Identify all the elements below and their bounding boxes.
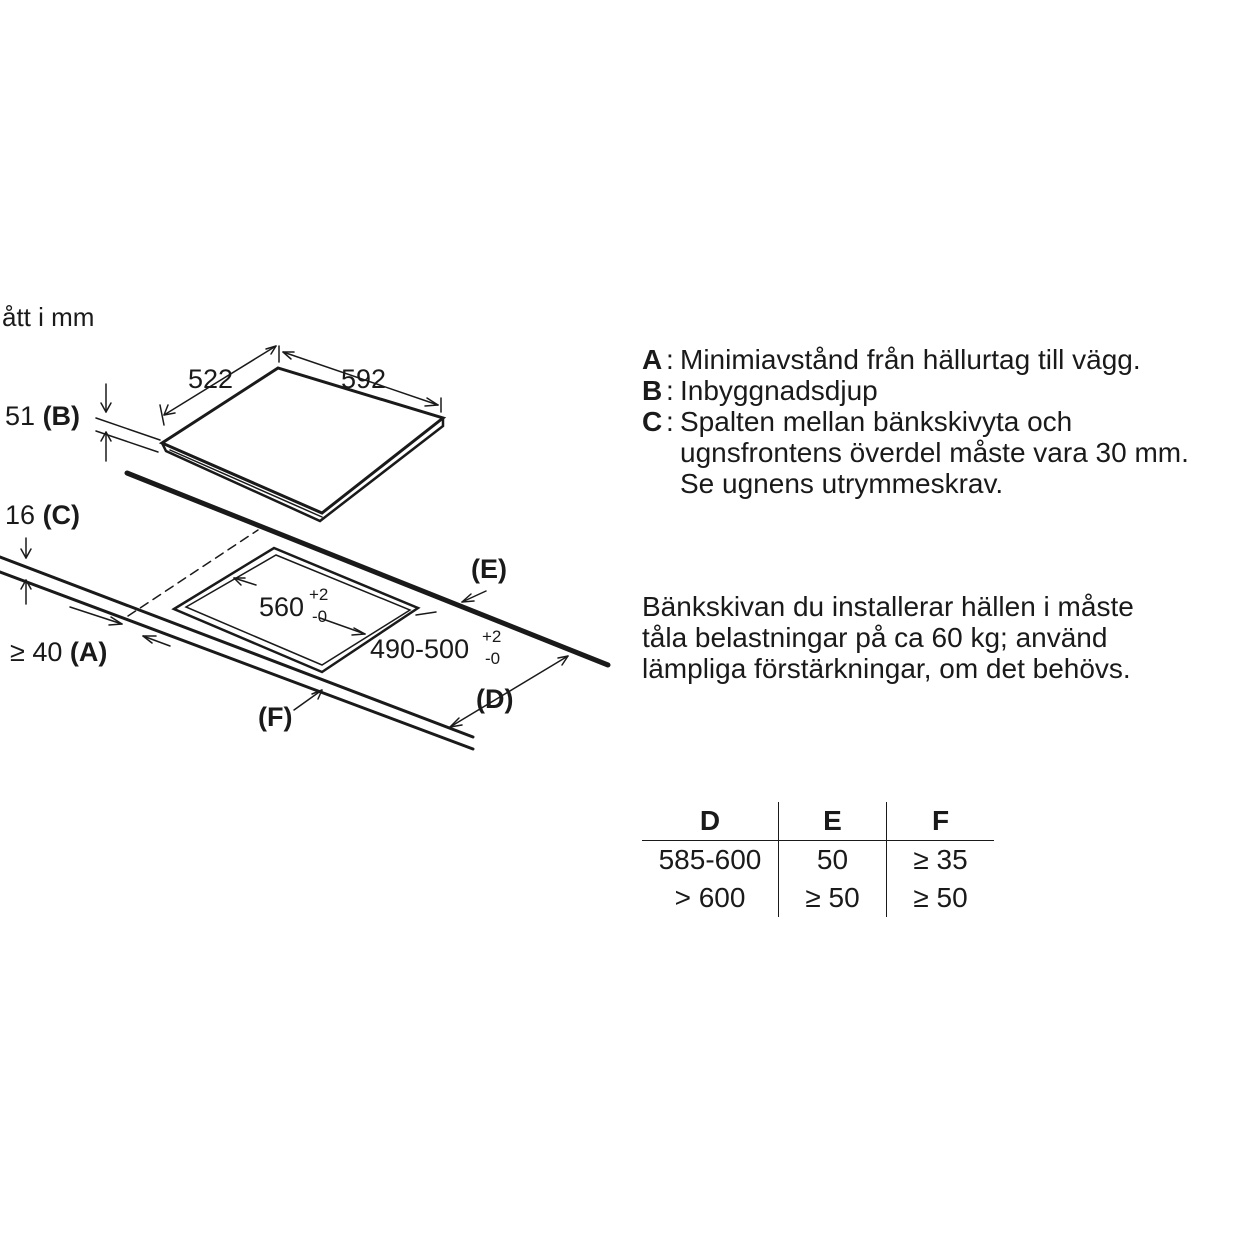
legend-item-b: B : Inbyggnadsdjup: [642, 375, 878, 406]
dim-label-522: 522: [188, 364, 234, 394]
legend-text-continued: ugnsfrontens överdel måste vara 30 mm.: [680, 437, 1189, 468]
countertop-front-edge: [0, 555, 475, 739]
dim-line-e: [461, 590, 487, 603]
guide-line-b-bottom: [95, 430, 159, 453]
dim-tol-plus-490: +2: [482, 627, 502, 646]
cutout-outer: [171, 546, 421, 674]
dim-value-40: ≥ 40: [10, 637, 63, 667]
legend: A : Minimiavstånd från hällurtag till vä…: [642, 344, 1189, 499]
dim-line-f: [293, 689, 323, 711]
table-row: 585-600 50 ≥ 35: [642, 840, 994, 879]
hob-edge: [160, 416, 445, 523]
note-line: tåla belastningar på ca 60 kg; använd: [642, 622, 1108, 653]
dim-line-560-left: [233, 577, 257, 586]
dim-label-560: 560 +2 -0: [259, 586, 339, 634]
table-cell: ≥ 50: [886, 879, 994, 917]
table-cell: > 600: [674, 882, 746, 913]
dim-line-490-500: [415, 611, 437, 616]
dim-key-b: (B): [42, 401, 81, 431]
dim-label-51: 51 (B): [5, 403, 80, 430]
legend-key: B: [642, 375, 663, 406]
dim-line-560-right: [319, 617, 366, 635]
table-cell: 50: [778, 840, 887, 879]
load-note: Bänkskivan du installerar hällen i måste…: [642, 591, 1134, 684]
legend-text: Minimiavstånd från hällurtag till vägg.: [680, 344, 1141, 375]
dim-line-522: [163, 345, 277, 416]
dim-key-d: (D): [476, 684, 514, 714]
dim-value-51: 51: [5, 401, 36, 431]
units-caption: ått i mm: [2, 302, 95, 332]
dim-line-d: [449, 655, 569, 728]
note-line: lämpliga förstärkningar, om det behövs.: [642, 653, 1131, 684]
dim-tol-minus-490: -0: [485, 649, 501, 668]
projection-dashed-line: [127, 529, 259, 617]
countertop-back-edge: [124, 470, 611, 668]
legend-item-a: A : Minimiavstånd från hällurtag till vä…: [642, 344, 1141, 375]
legend-item-c: C : Spalten mellan bänkskivyta och: [642, 406, 1073, 437]
legend-key: A: [642, 344, 663, 375]
hob-underside: [169, 449, 323, 518]
legend-text-continued: Se ugnens utrymmeskrav.: [680, 468, 1004, 499]
legend-key: C: [642, 406, 663, 437]
dim-tol-plus-560: +2: [309, 585, 329, 604]
note-line: Bänkskivan du installerar hällen i måste: [642, 591, 1134, 622]
dim-key-f: (F): [258, 702, 293, 732]
table-cell: 585-600: [658, 844, 762, 875]
dim-label-490-500: 490-500 +2 -0: [370, 628, 510, 676]
dim-label-40: ≥ 40 (A): [10, 639, 107, 666]
dim-label-16: 16 (C): [5, 502, 80, 529]
dim-key-e: (E): [471, 554, 507, 584]
dim-value-490-500: 490-500: [370, 634, 470, 664]
dim-value-16: 16: [5, 500, 36, 530]
cutout-inner: [184, 554, 412, 666]
dim-value-560: 560: [259, 592, 305, 622]
dim-key-c: (C): [42, 500, 81, 530]
table-row: > 600 ≥ 50 ≥ 50: [642, 879, 994, 917]
table-header-f: F: [886, 802, 994, 841]
table-header-e: E: [778, 802, 887, 841]
countertop-front-edge-lower: [0, 570, 475, 751]
table-header-row: D E F: [642, 802, 994, 841]
dim-label-592: 592: [341, 364, 387, 394]
table-header-d: D: [642, 802, 779, 841]
table-cell: ≥ 35: [886, 840, 994, 879]
clearance-table: D E F 585-600 50 ≥ 35 > 600 ≥ 50 ≥ 50: [642, 802, 994, 917]
guide-line-b-top: [95, 417, 161, 441]
dim-line-592: [282, 351, 439, 406]
table-cell: ≥ 50: [778, 879, 887, 917]
legend-text: Inbyggnadsdjup: [680, 375, 878, 406]
dim-line-a: [69, 606, 123, 625]
dim-key-a: (A): [69, 637, 108, 667]
dim-tol-minus-560: -0: [312, 607, 328, 626]
legend-text: Spalten mellan bänkskivyta och: [680, 406, 1073, 437]
